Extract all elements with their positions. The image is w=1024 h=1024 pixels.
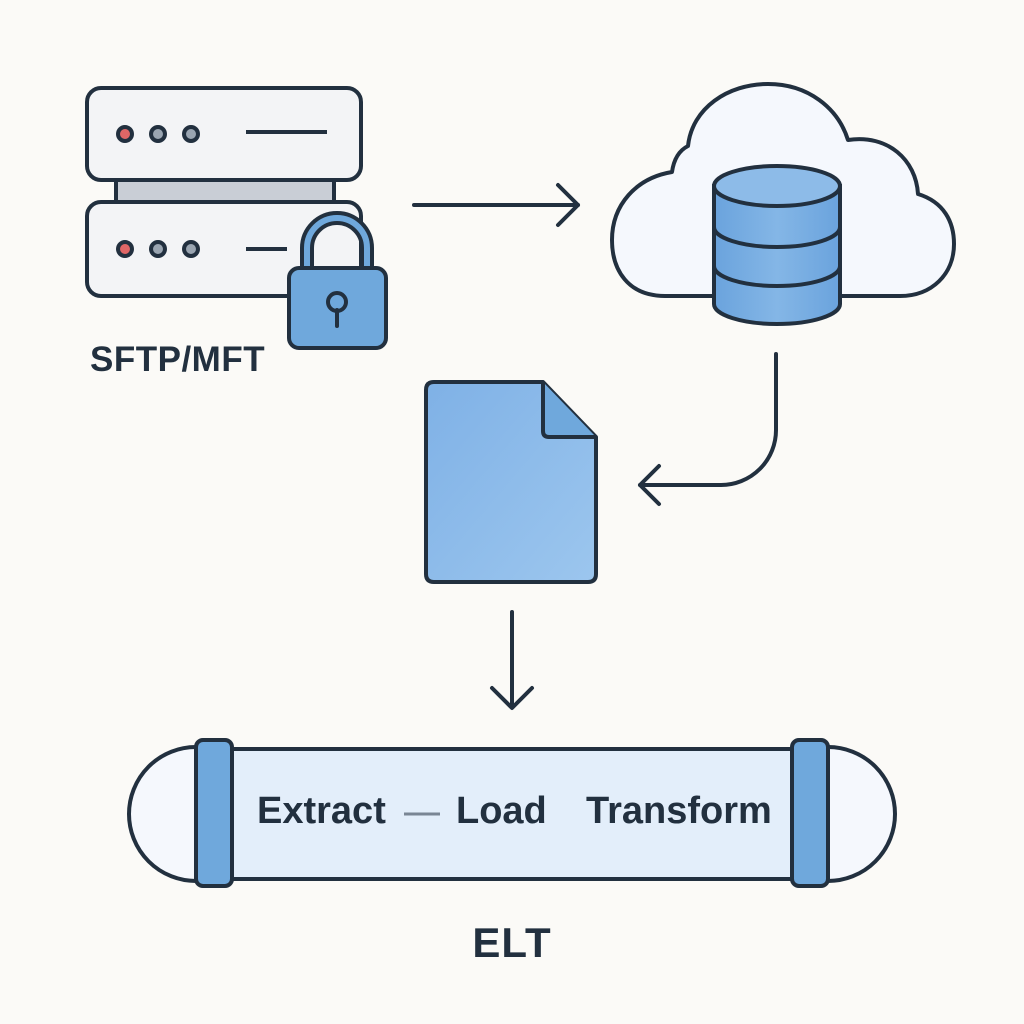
pipeline-label: ELT <box>472 919 552 966</box>
padlock-icon <box>287 211 388 350</box>
source-label: SFTP/MFT <box>90 340 266 379</box>
document-icon <box>424 380 598 584</box>
cloud-database-icon <box>610 82 956 326</box>
server-rack-icon <box>85 86 363 298</box>
arrow-to-pipeline <box>490 610 534 710</box>
stage-extract-label: Extract <box>257 790 386 832</box>
stage-transform-label: Transform <box>586 790 772 832</box>
pipe-icon <box>127 738 897 888</box>
stage-load-label: Load <box>456 790 547 832</box>
arrow-to-cloud <box>412 183 580 227</box>
arrow-to-file <box>638 352 778 506</box>
database-icon <box>712 164 842 326</box>
